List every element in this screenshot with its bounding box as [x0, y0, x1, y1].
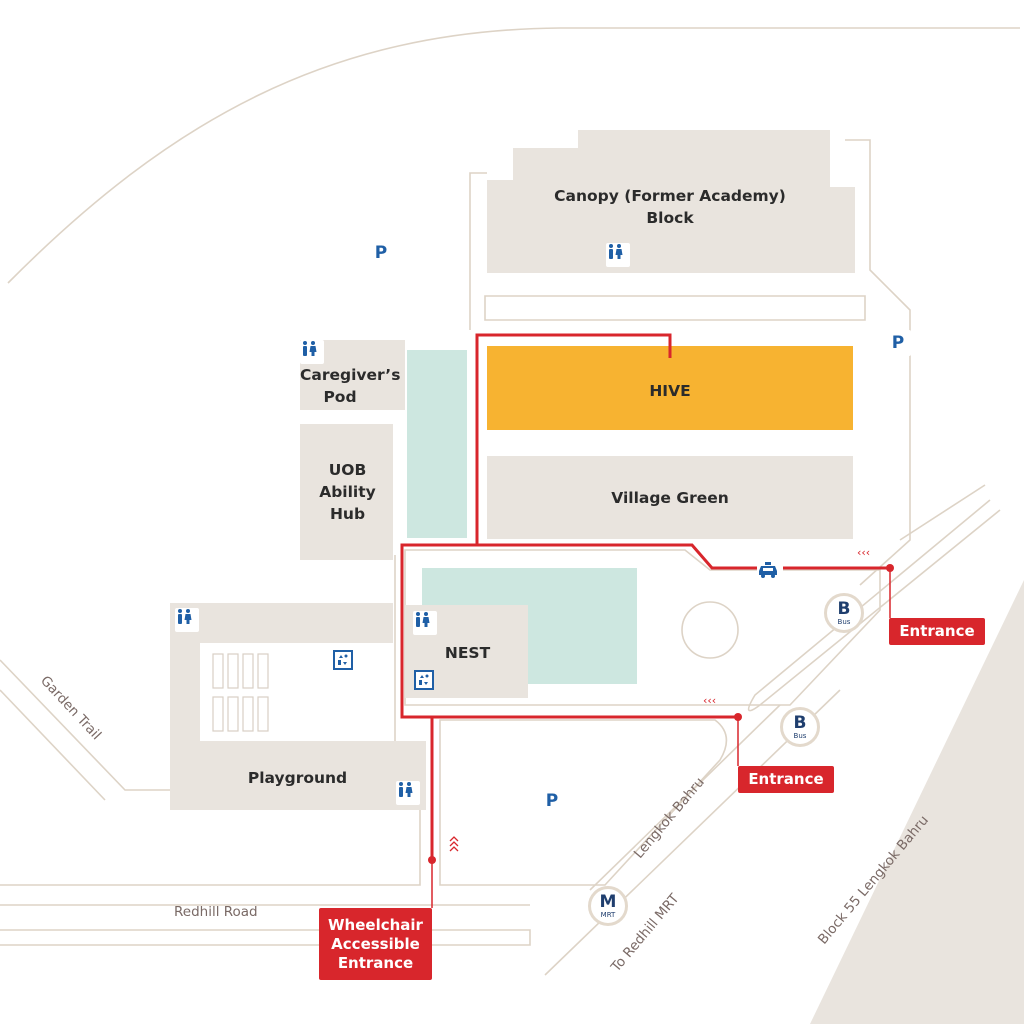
taxi-icon [757, 562, 783, 582]
parking-icon[interactable]: P [368, 240, 394, 266]
drop-off-outline [404, 549, 881, 706]
toilet-icon [606, 243, 630, 267]
nest-label: NEST [444, 644, 491, 662]
court-markings [212, 653, 269, 732]
lift-icon [414, 670, 436, 692]
bus-letter: B [793, 712, 807, 733]
north-service-road [484, 295, 866, 321]
parking-icon[interactable]: P [885, 330, 911, 356]
caregivers-pod-label: Caregiver’s Pod [300, 366, 401, 406]
mrt-letter: M [599, 891, 617, 912]
toilet-icon-glyph [303, 341, 317, 356]
block-55-land [810, 580, 1024, 1024]
mrt-station-icon[interactable]: M MRT [588, 886, 628, 926]
roundabout [681, 601, 739, 659]
east-road-edge [899, 484, 986, 541]
bus-letter: B [837, 598, 851, 619]
toilet-icon [396, 781, 420, 805]
hive-label: HIVE [649, 382, 691, 400]
taxi-icon-glyph [759, 562, 777, 578]
canopy-block-label: Canopy (Former Academy) Block [554, 187, 786, 227]
east-entrance-badge[interactable]: Entrance [889, 618, 985, 645]
road-outlines [0, 27, 1020, 976]
toilet-icon-glyph [416, 612, 430, 627]
chevron-left-icon: ‹‹‹ [857, 546, 871, 559]
toilet-icon [300, 340, 324, 364]
chevron-left-icon: ‹‹‹ [703, 694, 717, 707]
parking-icon[interactable]: P [539, 788, 565, 814]
lift-icon-glyph [333, 650, 353, 670]
toilet-icon [413, 611, 437, 635]
lengkok-bahru-edge [589, 704, 781, 891]
canopy-block-shape [487, 130, 855, 273]
garden-trail-outline [0, 659, 170, 791]
green-strip-shape [407, 350, 467, 538]
route-endpoints [428, 564, 894, 864]
hive-shape [487, 346, 853, 430]
bus-caption: Bus [793, 731, 807, 740]
village-green-shape [487, 456, 853, 539]
playground-label: Playground [247, 769, 348, 787]
redhill-road-label: Redhill Road [174, 904, 258, 920]
mrt-caption: MRT [600, 910, 616, 919]
accessible-route [400, 333, 890, 860]
lift-icon [333, 650, 355, 672]
lift-icon-glyph [414, 670, 434, 690]
route-east-path [477, 543, 890, 570]
uob-hub-label: UOB Ability Hub [319, 461, 376, 523]
village-green-label: Village Green [611, 489, 729, 507]
south-entrance-badge[interactable]: Entrance [738, 766, 834, 793]
east-access-road [845, 139, 911, 586]
west-access-road [469, 172, 487, 330]
toilet-icon-glyph [178, 609, 192, 624]
wheelchair-entrance-badge[interactable]: Wheelchair Accessible Entrance [319, 908, 432, 980]
entrance-connectors [431, 568, 891, 908]
south-carpark-outline [439, 719, 728, 886]
chevron-up-glyph [449, 836, 459, 852]
toilet-icon-glyph [609, 244, 623, 259]
bus-stop-icon[interactable]: B Bus [824, 593, 864, 633]
north-road-outline [7, 27, 1020, 284]
toilet-icon-glyph [399, 782, 413, 797]
toilet-icon [175, 608, 199, 632]
uob-hub-shape [300, 424, 393, 560]
bus-caption: Bus [837, 617, 851, 626]
garden-trail-inner [0, 689, 106, 801]
bus-stop-icon[interactable]: B Bus [780, 707, 820, 747]
redhill-road-south-edge [0, 929, 531, 946]
